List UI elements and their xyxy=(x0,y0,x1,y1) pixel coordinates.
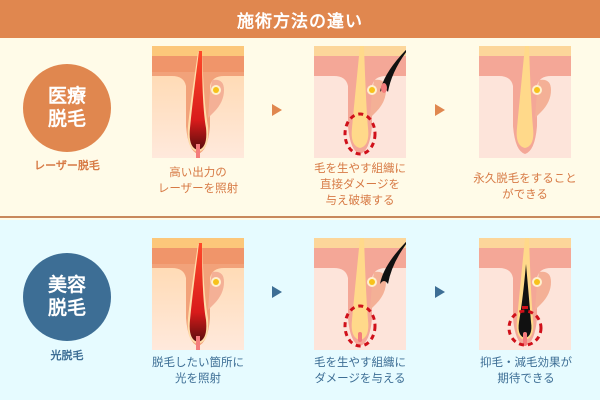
medical-badge: 医療脱毛 xyxy=(23,64,111,152)
badge-line1: 医療 xyxy=(47,85,86,107)
step-caption: 高い出力の レーザーを照射 xyxy=(157,165,239,195)
step-caption: 毛を生やす組織に ダメージを与える xyxy=(314,355,406,385)
beauty-sublabel: 光脱毛 xyxy=(50,349,84,362)
badge-line1: 美容 xyxy=(47,274,86,296)
step-caption: 脱毛したい箇所に 光を照射 xyxy=(152,355,244,385)
arrow-right-icon xyxy=(272,104,282,116)
title-banner: 施術方法の違い xyxy=(0,0,600,38)
medical-sublabel: レーザー脱毛 xyxy=(34,159,100,172)
light-irradiation-illustration xyxy=(152,238,244,350)
hair-reduction-illustration xyxy=(479,238,571,350)
hair-tissue-destroyed-illustration xyxy=(314,46,406,158)
step-caption: 毛を生やす組織に 直接ダメージを 与え破壊する xyxy=(314,161,406,207)
hair-tissue-damaged-illustration xyxy=(314,238,406,350)
medical-removal-row: 医療脱毛 レーザー脱毛 高い出力の レーザーを照射 毛を生やす組織に 直接ダメー… xyxy=(0,38,600,218)
arrow-right-icon xyxy=(272,286,282,298)
laser-irradiation-illustration xyxy=(152,46,244,158)
beauty-removal-row: 美容脱毛 光脱毛 脱毛したい箇所に 光を照射 毛を生やす組織に ダメージを与える xyxy=(0,220,600,400)
arrow-right-icon xyxy=(435,286,445,298)
arrow-right-icon xyxy=(435,104,445,116)
page-title: 施術方法の違い xyxy=(237,11,363,32)
beauty-badge: 美容脱毛 xyxy=(23,253,111,341)
badge-line2: 脱毛 xyxy=(47,297,86,319)
badge-line2: 脱毛 xyxy=(47,108,86,130)
step-caption: 抑毛・減毛効果が 期待できる xyxy=(480,355,572,385)
step-caption: 永久脱毛をすること ができる xyxy=(473,171,577,201)
permanent-removal-illustration xyxy=(479,46,571,158)
